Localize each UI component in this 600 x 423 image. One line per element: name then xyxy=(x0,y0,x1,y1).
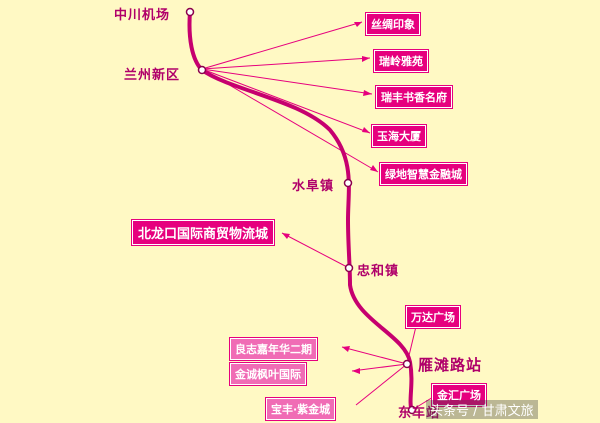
poi-label-7[interactable]: 万达广场 xyxy=(406,306,460,328)
station-dot-dongchezhan[interactable] xyxy=(407,405,417,415)
station-label-shuifu: 水阜镇 xyxy=(292,179,335,194)
arrow-poi-5 xyxy=(370,165,378,172)
connector-poi-2 xyxy=(201,57,371,70)
poi-label-4[interactable]: 玉海大厦 xyxy=(372,125,426,147)
poi-label-3[interactable]: 瑞丰书香名府 xyxy=(376,86,452,108)
arrow-poi-4 xyxy=(362,127,370,133)
arrow-poi-8 xyxy=(342,346,350,352)
connector-poi-1 xyxy=(201,21,363,70)
station-label-zhonghe: 忠和镇 xyxy=(357,264,400,279)
connector-poi-10 xyxy=(355,363,408,406)
connector-poi-9 xyxy=(351,363,408,372)
station-dot-yantanlu[interactable] xyxy=(402,359,412,369)
arrow-poi-1 xyxy=(354,22,362,27)
poi-label-10[interactable]: 宝丰·紫金城 xyxy=(266,398,336,420)
station-dots xyxy=(185,7,417,415)
arrow-poi-3 xyxy=(363,90,372,96)
connector-arrows xyxy=(282,22,378,374)
connector-poi-3 xyxy=(201,68,373,95)
station-dot-shuifu[interactable] xyxy=(343,178,353,188)
arrow-poi-6 xyxy=(282,233,290,239)
poi-label-6[interactable]: 北龙口国际商贸物流城 xyxy=(132,220,275,245)
station-dot-zhonghe[interactable] xyxy=(344,263,354,273)
watermark-text: 头条号 / 甘肃文旅 xyxy=(426,400,538,419)
poi-label-2[interactable]: 瑞岭雅苑 xyxy=(374,50,428,72)
metro-line xyxy=(187,10,414,414)
poi-label-8[interactable]: 良志嘉年华二期 xyxy=(230,338,317,360)
station-dot-lanzhouxinqu[interactable] xyxy=(197,65,207,75)
poi-label-11[interactable]: 金汇广场 xyxy=(432,384,486,406)
connector-poi-6 xyxy=(281,232,350,269)
connector-poi-8 xyxy=(341,346,408,365)
station-label-zhongchuan: 中川机场 xyxy=(114,8,171,23)
poi-label-1[interactable]: 丝绸印象 xyxy=(366,13,420,35)
station-dot-zhongchuan[interactable] xyxy=(185,7,195,17)
poi-label-5[interactable]: 绿地智慧金融城 xyxy=(380,163,467,185)
arrow-poi-9 xyxy=(352,368,360,374)
station-label-yantanlu: 雁滩路站 xyxy=(418,356,483,374)
poi-label-9[interactable]: 金诚枫叶国际 xyxy=(230,363,306,385)
station-label-dongchezhan: 东车站 xyxy=(398,406,441,421)
arrow-poi-2 xyxy=(362,56,370,62)
station-label-lanzhouxinqu: 兰州新区 xyxy=(124,68,181,83)
connector-poi-4 xyxy=(201,68,371,134)
